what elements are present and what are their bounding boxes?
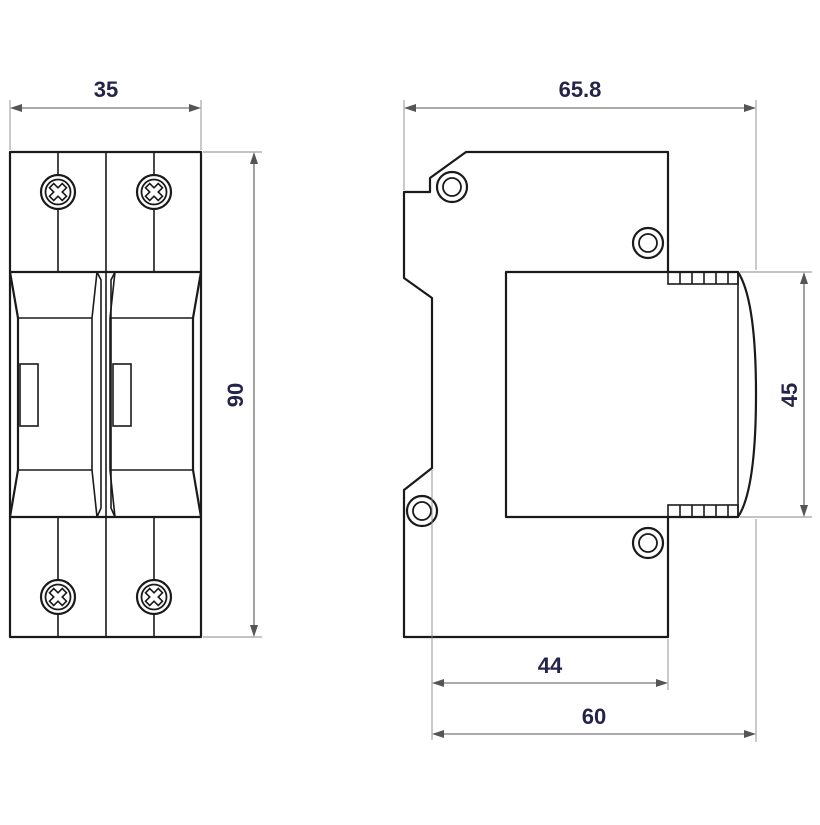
side-body-outline	[402, 150, 670, 639]
side-depth-label: 65.8	[559, 77, 602, 102]
dimension-side-body-height: 45	[740, 271, 812, 518]
indicator-window-right	[112, 363, 132, 427]
dimension-rail-depth: 44	[431, 470, 669, 740]
hole-icon	[405, 494, 439, 528]
ribs-top	[667, 271, 739, 285]
side-view	[402, 150, 758, 639]
side-front-face	[668, 270, 758, 519]
front-height-label: 90	[223, 383, 248, 407]
screw-icon	[39, 173, 77, 211]
side-body-height-label: 45	[777, 383, 802, 407]
dimension-body-depth: 60	[432, 519, 757, 742]
front-width-label: 35	[94, 77, 118, 102]
hole-icon	[631, 526, 665, 560]
ribs-bottom	[667, 504, 739, 518]
dimension-front-height: 90	[203, 151, 262, 638]
dimension-front-width: 35	[9, 77, 202, 150]
front-view	[8, 150, 203, 639]
body-depth-label: 60	[582, 704, 606, 729]
rail-depth-label: 44	[538, 653, 563, 678]
screw-icon	[135, 578, 173, 616]
screw-icon	[39, 578, 77, 616]
dimension-side-depth: 65.8	[403, 77, 757, 270]
indicator-window-left	[19, 363, 39, 427]
screw-icon	[135, 173, 173, 211]
hole-icon	[631, 226, 665, 260]
hole-icon	[435, 170, 469, 204]
